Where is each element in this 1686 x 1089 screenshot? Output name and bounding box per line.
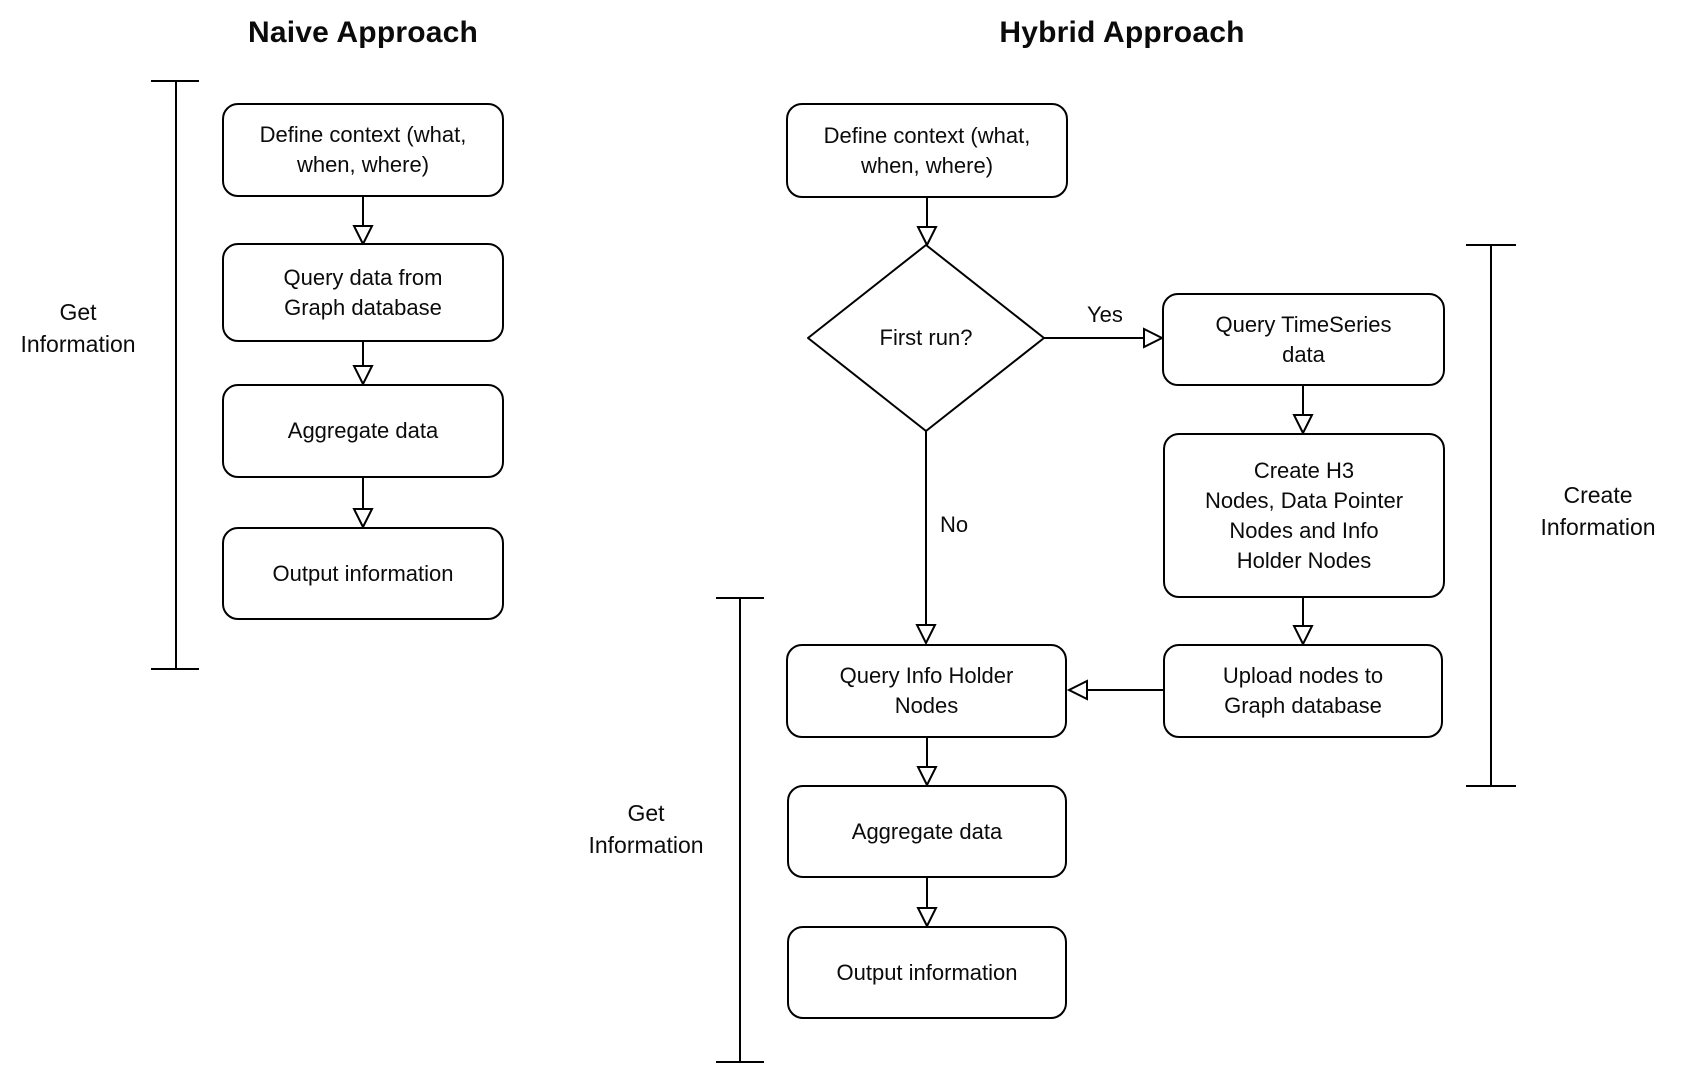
arrowhead-upload-to-queryinfo bbox=[1066, 679, 1088, 701]
node-hybrid-output-information: Output information bbox=[787, 926, 1067, 1019]
node-naive-aggregate-data: Aggregate data bbox=[222, 384, 504, 478]
decision-first-run-label: First run? bbox=[879, 325, 973, 350]
arrowhead-hybrid-aggregate-to-output bbox=[916, 907, 938, 929]
naive-get-information-label: Get Information bbox=[20, 299, 136, 357]
node-query-timeseries-data: Query TimeSeries data bbox=[1162, 293, 1445, 386]
node-hybrid-define-context: Define context (what, when, where) bbox=[786, 103, 1068, 198]
hybrid-approach-title: Hybrid Approach bbox=[999, 16, 1245, 49]
arrowhead-timeseries-to-create bbox=[1292, 414, 1314, 436]
node-hybrid-aggregate-data: Aggregate data bbox=[787, 785, 1067, 878]
arrowhead-queryinfo-to-aggregate bbox=[916, 766, 938, 788]
arrowhead-naive-aggregate-to-output bbox=[352, 508, 374, 530]
arrowhead-naive-query-to-aggregate bbox=[352, 365, 374, 387]
arrowhead-naive-define-to-query bbox=[352, 225, 374, 247]
node-naive-define-context: Define context (what, when, where) bbox=[222, 103, 504, 197]
node-naive-output-information: Output information bbox=[222, 527, 504, 620]
node-query-info-holder-nodes: Query Info Holder Nodes bbox=[786, 644, 1067, 738]
hybrid-create-information-bracket bbox=[1466, 244, 1516, 787]
node-naive-query-graph-database: Query data from Graph database bbox=[222, 243, 504, 342]
hybrid-get-information-bracket bbox=[716, 597, 764, 1063]
edge-label-no: No bbox=[938, 512, 971, 538]
hybrid-create-information-label: Create Information bbox=[1540, 482, 1656, 540]
hybrid-get-information-label: Get Information bbox=[588, 800, 704, 858]
node-upload-nodes-graph-database: Upload nodes to Graph database bbox=[1163, 644, 1443, 738]
arrowhead-no-branch bbox=[915, 624, 937, 646]
arrowhead-hybrid-define-to-decision bbox=[916, 226, 938, 248]
arrowhead-yes-branch bbox=[1143, 327, 1165, 349]
node-create-h3-nodes: Create H3 Nodes, Data Pointer Nodes and … bbox=[1163, 433, 1445, 598]
arrowhead-create-to-upload bbox=[1292, 625, 1314, 647]
naive-approach-title: Naive Approach bbox=[247, 16, 479, 49]
edge-label-yes: Yes bbox=[1085, 302, 1125, 328]
naive-get-information-bracket bbox=[151, 80, 199, 670]
